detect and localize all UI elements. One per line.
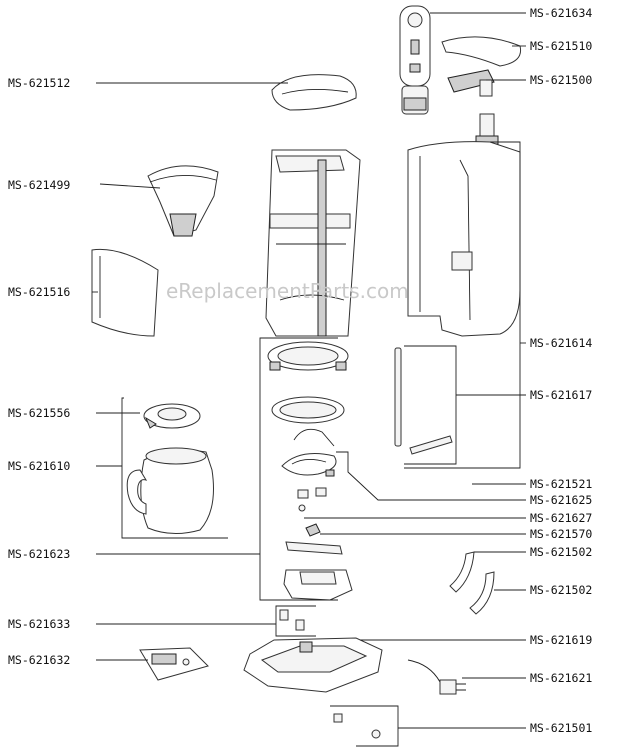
part-label-621621[interactable]: MS-621621	[530, 671, 592, 685]
carafe-lid-part	[143, 403, 201, 429]
reservoir-body-part	[265, 149, 361, 337]
part-label-621625[interactable]: MS-621625	[530, 493, 592, 507]
leader-lines	[92, 12, 526, 747]
carafe-part	[126, 447, 214, 534]
watermark-text: eReplacementParts.com	[166, 279, 409, 303]
part-label-621633[interactable]: MS-621633	[8, 617, 70, 631]
part-label-621619[interactable]: MS-621619	[530, 633, 592, 647]
heating-element-part	[281, 428, 337, 477]
part-label-621634[interactable]: MS-621634	[530, 6, 592, 20]
top-lid-part	[271, 74, 357, 111]
hotplate-ring-part	[267, 341, 349, 371]
part-label-621556[interactable]: MS-621556	[8, 406, 70, 420]
lid-flap-part	[441, 36, 522, 67]
part-label-621521[interactable]: MS-621521	[530, 477, 592, 491]
part-label-621617[interactable]: MS-621617	[530, 388, 592, 402]
hose-parts	[449, 551, 495, 615]
part-label-621502-a[interactable]: MS-621502	[530, 545, 592, 559]
small-parts	[297, 487, 327, 537]
control-panel-part	[139, 647, 209, 681]
power-cord-part	[407, 659, 466, 695]
part-label-621501[interactable]: MS-621501	[530, 721, 592, 735]
front-panel-part	[91, 248, 159, 337]
part-label-621632[interactable]: MS-621632	[8, 653, 70, 667]
water-tube-part	[399, 5, 431, 115]
part-label-621512[interactable]: MS-621512	[8, 76, 70, 90]
valve-part	[475, 113, 499, 145]
plate-base-part	[283, 569, 353, 601]
part-label-621623[interactable]: MS-621623	[8, 547, 70, 561]
gasket-part	[271, 396, 345, 424]
part-label-621627[interactable]: MS-621627	[530, 511, 592, 525]
part-label-621499[interactable]: MS-621499	[8, 178, 70, 192]
part-label-621502-b[interactable]: MS-621502	[530, 583, 592, 597]
base-housing-part	[243, 637, 383, 693]
spacer-parts	[279, 609, 305, 631]
filter-basket-part	[147, 165, 219, 237]
part-label-621614[interactable]: MS-621614	[530, 336, 592, 350]
nozzle-part	[447, 69, 495, 97]
bracket-part	[285, 541, 343, 555]
part-label-621570[interactable]: MS-621570	[530, 527, 592, 541]
part-label-621510[interactable]: MS-621510	[530, 39, 592, 53]
feet-parts	[333, 713, 381, 739]
part-label-621516[interactable]: MS-621516	[8, 285, 70, 299]
part-label-621500[interactable]: MS-621500	[530, 73, 592, 87]
rod-parts	[394, 347, 453, 455]
rear-housing-part	[407, 141, 521, 337]
part-label-621610[interactable]: MS-621610	[8, 459, 70, 473]
